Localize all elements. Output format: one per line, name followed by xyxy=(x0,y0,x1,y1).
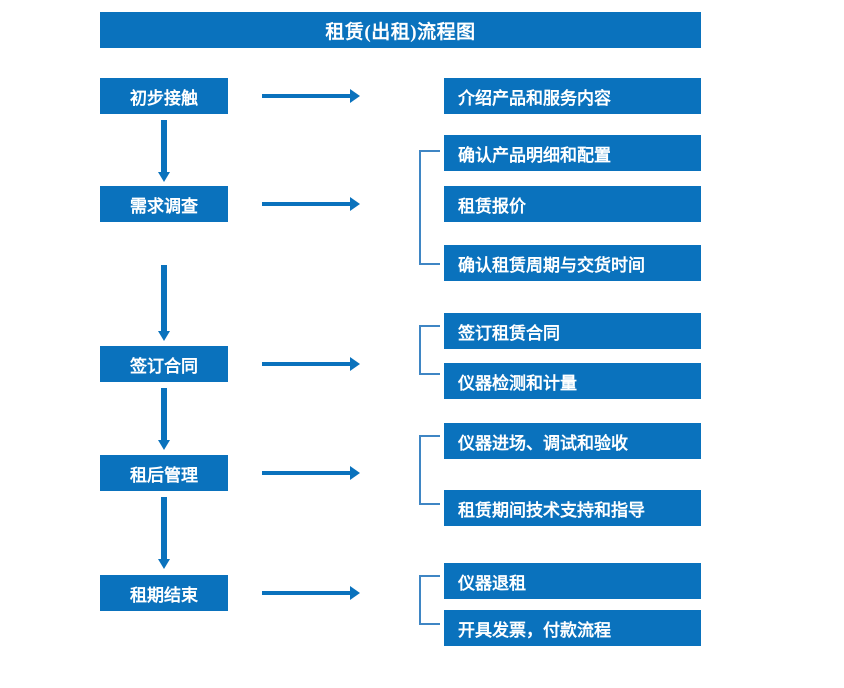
arrow-head xyxy=(350,357,360,371)
arrow-stem xyxy=(262,591,351,595)
right-arrow-icon-5 xyxy=(262,586,360,600)
arrow-head xyxy=(158,440,170,450)
right-arrow-icon-4 xyxy=(262,466,360,480)
stage-node-5[interactable]: 租期结束 xyxy=(100,575,228,611)
detail-node-4[interactable]: 确认租赁周期与交货时间 xyxy=(444,245,701,281)
chart-title: 租赁(出租)流程图 xyxy=(100,12,701,48)
detail-node-2[interactable]: 确认产品明细和配置 xyxy=(444,135,701,171)
arrow-stem xyxy=(161,388,167,441)
arrow-stem xyxy=(262,202,351,206)
group-bracket-1 xyxy=(419,150,440,265)
detail-node-9[interactable]: 仪器退租 xyxy=(444,563,701,599)
group-bracket-3 xyxy=(419,435,440,505)
down-arrow-icon-2 xyxy=(158,265,170,341)
right-arrow-icon-3 xyxy=(262,357,360,371)
arrow-stem xyxy=(262,94,351,98)
arrow-stem xyxy=(262,362,351,366)
arrow-head xyxy=(350,586,360,600)
detail-node-7[interactable]: 仪器进场、调试和验收 xyxy=(444,423,701,459)
detail-node-3[interactable]: 租赁报价 xyxy=(444,186,701,222)
down-arrow-icon-3 xyxy=(158,388,170,450)
arrow-stem xyxy=(161,497,167,560)
arrow-head xyxy=(158,172,170,182)
stage-node-2[interactable]: 需求调查 xyxy=(100,186,228,222)
detail-node-5[interactable]: 签订租赁合同 xyxy=(444,313,701,349)
arrow-head xyxy=(350,197,360,211)
arrow-head xyxy=(158,331,170,341)
down-arrow-icon-1 xyxy=(158,120,170,182)
arrow-head xyxy=(350,466,360,480)
group-bracket-2 xyxy=(419,325,440,375)
right-arrow-icon-1 xyxy=(262,89,360,103)
arrow-head xyxy=(158,559,170,569)
arrow-stem xyxy=(262,471,351,475)
right-arrow-icon-2 xyxy=(262,197,360,211)
detail-node-1[interactable]: 介绍产品和服务内容 xyxy=(444,78,701,114)
detail-node-10[interactable]: 开具发票，付款流程 xyxy=(444,610,701,646)
stage-node-3[interactable]: 签订合同 xyxy=(100,346,228,382)
arrow-stem xyxy=(161,265,167,332)
detail-node-6[interactable]: 仪器检测和计量 xyxy=(444,363,701,399)
down-arrow-icon-4 xyxy=(158,497,170,569)
stage-node-1[interactable]: 初步接触 xyxy=(100,78,228,114)
group-bracket-4 xyxy=(419,575,440,625)
arrow-head xyxy=(350,89,360,103)
arrow-stem xyxy=(161,120,167,173)
detail-node-8[interactable]: 租赁期间技术支持和指导 xyxy=(444,490,701,526)
stage-node-4[interactable]: 租后管理 xyxy=(100,455,228,491)
